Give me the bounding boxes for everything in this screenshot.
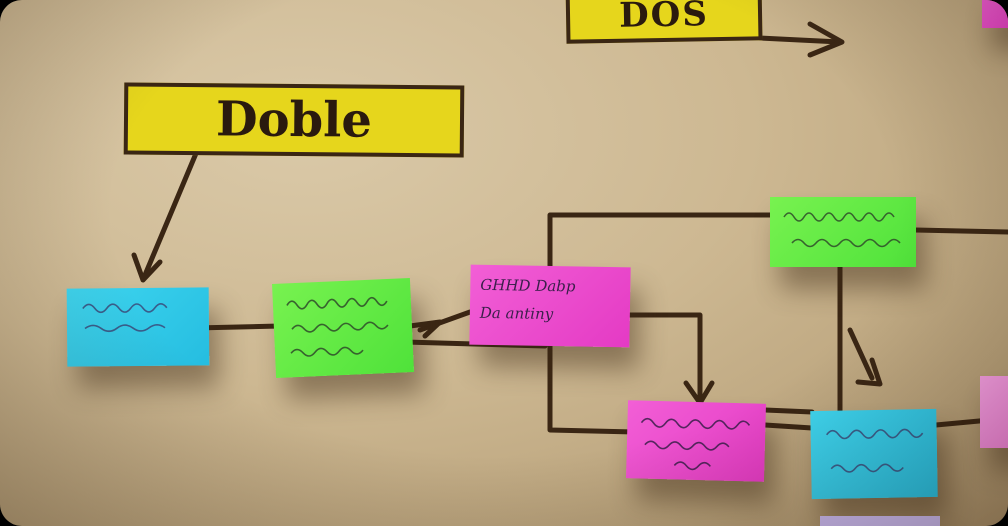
sticky-note-cyan-left [66, 287, 210, 367]
sticky-note-pink-edge [980, 376, 1008, 448]
pink-note-line-2: Da antiny [479, 304, 554, 324]
doble-sign: Doble [123, 82, 465, 158]
top-sign: DOS [565, 0, 763, 44]
sticky-note-green-right [770, 197, 916, 267]
handwriting-scribble [640, 417, 751, 471]
sticky-note-pink-corner [982, 0, 1008, 28]
handwriting-scribble [826, 428, 924, 473]
sticky-note-pink-bottom [626, 400, 766, 482]
handwriting-scribble [286, 296, 389, 357]
top-sign-text: DOS [618, 0, 710, 36]
handwriting-scribble [783, 212, 901, 248]
handwriting-scribble [82, 303, 168, 333]
sticky-note-pink-center: GHHD Dabp Da antiny [469, 264, 631, 348]
pink-note-line-1: GHHD Dabp [480, 275, 576, 296]
sticky-note-lavender-edge [820, 516, 940, 526]
sticky-note-cyan-right [810, 408, 938, 500]
doble-sign-text: Doble [215, 91, 373, 149]
sticky-note-green-left [272, 278, 414, 378]
